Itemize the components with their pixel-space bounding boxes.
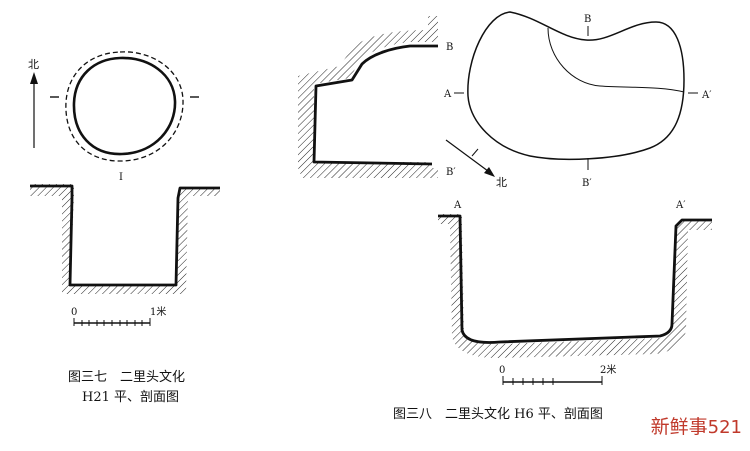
- label-a-prime-plan: A′: [701, 90, 712, 101]
- north-arrow-38: 北: [445, 139, 507, 189]
- caption-38: 图三八 二里头文化 H6 平、剖面图: [393, 407, 603, 422]
- caption-37-line2: H21 平、剖面图: [82, 390, 180, 405]
- label-b-prime-section: B′: [446, 167, 456, 178]
- scale-bar-37: 0 1米: [71, 305, 166, 326]
- scale-end-37: 1米: [150, 305, 166, 318]
- label-a-prime-section: A′: [675, 200, 686, 211]
- caption-37-line1: 图三七 二里头文化: [68, 370, 186, 385]
- label-a-plan: A: [443, 89, 452, 100]
- north-label-38: 北: [496, 176, 507, 189]
- watermark: 新鲜事521: [651, 412, 742, 439]
- figure-37: 北 I 0 1米: [28, 51, 220, 326]
- pit-section-b-b: B B′: [298, 16, 456, 178]
- label-b-section: B: [446, 42, 453, 53]
- label-b-plan: B: [584, 14, 591, 25]
- pit-plan-h6: A A′ B B′: [443, 11, 712, 189]
- watermark-text: 新鲜事: [650, 416, 708, 438]
- section-marker-37: I: [119, 172, 123, 183]
- scale-start-38: 0: [499, 365, 505, 376]
- north-arrow-37: 北: [28, 58, 39, 148]
- scale-end-38: 2米: [600, 363, 616, 376]
- scale-start-37: 0: [71, 307, 77, 318]
- pit-section-a-a: A A′: [438, 200, 712, 358]
- watermark-number: 521: [707, 417, 742, 438]
- pit-plan-h21: I: [50, 51, 199, 183]
- scale-bar-38: 0 2米: [499, 363, 616, 385]
- label-b-prime-plan: B′: [582, 178, 592, 189]
- figure-38: B B′ 北 A A′ B B′ A A′: [298, 11, 712, 385]
- pit-section-h21: [30, 184, 220, 294]
- north-label-37: 北: [28, 58, 39, 71]
- label-a-section: A: [453, 200, 462, 211]
